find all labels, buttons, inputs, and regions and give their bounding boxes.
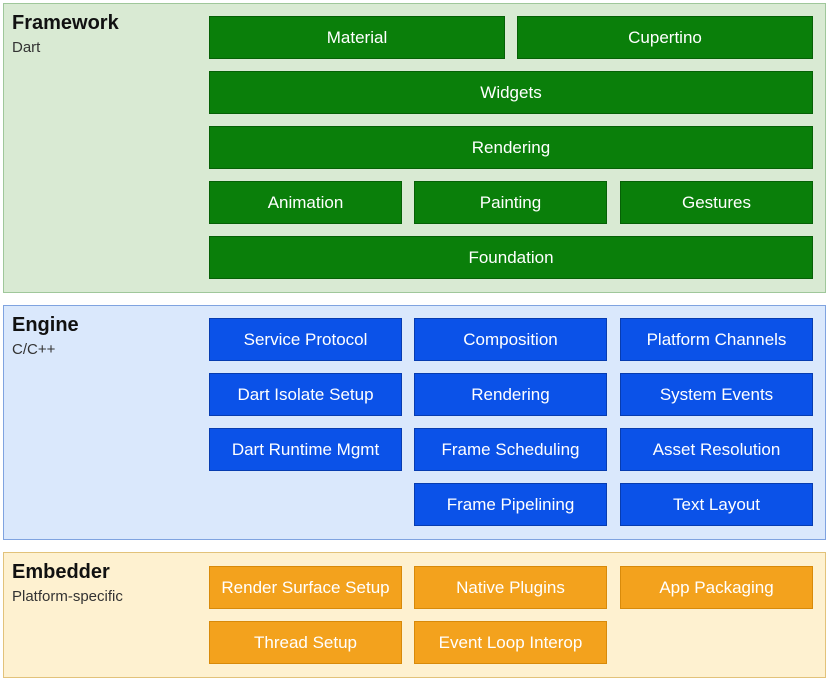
engine-box-service-protocol: Service Protocol: [209, 318, 402, 361]
framework-box-cupertino: Cupertino: [517, 16, 813, 59]
framework-box-foundation: Foundation: [209, 236, 813, 279]
embedder-box-render-surface-setup: Render Surface Setup: [209, 566, 402, 609]
framework-box-animation: Animation: [209, 181, 402, 224]
engine-box-system-events: System Events: [620, 373, 813, 416]
engine-subtitle: C/C++: [12, 341, 56, 358]
engine-box-dart-runtime-mgmt: Dart Runtime Mgmt: [209, 428, 402, 471]
framework-box-widgets: Widgets: [209, 71, 813, 114]
engine-title: Engine: [12, 314, 79, 336]
embedder-box-native-plugins: Native Plugins: [414, 566, 607, 609]
framework-title: Framework: [12, 12, 119, 34]
embedder-box-event-loop-interop: Event Loop Interop: [414, 621, 607, 664]
framework-box-painting: Painting: [414, 181, 607, 224]
embedder-box-app-packaging: App Packaging: [620, 566, 813, 609]
engine-box-asset-resolution: Asset Resolution: [620, 428, 813, 471]
engine-box-platform-channels: Platform Channels: [620, 318, 813, 361]
embedder-subtitle: Platform-specific: [12, 588, 123, 605]
framework-box-rendering: Rendering: [209, 126, 813, 169]
embedder-title: Embedder: [12, 561, 110, 583]
engine-box-text-layout: Text Layout: [620, 483, 813, 526]
engine-box-frame-scheduling: Frame Scheduling: [414, 428, 607, 471]
engine-box-rendering: Rendering: [414, 373, 607, 416]
engine-box-composition: Composition: [414, 318, 607, 361]
engine-box-dart-isolate-setup: Dart Isolate Setup: [209, 373, 402, 416]
framework-box-material: Material: [209, 16, 505, 59]
framework-subtitle: Dart: [12, 39, 41, 56]
engine-box-frame-pipelining: Frame Pipelining: [414, 483, 607, 526]
embedder-box-thread-setup: Thread Setup: [209, 621, 402, 664]
framework-box-gestures: Gestures: [620, 181, 813, 224]
